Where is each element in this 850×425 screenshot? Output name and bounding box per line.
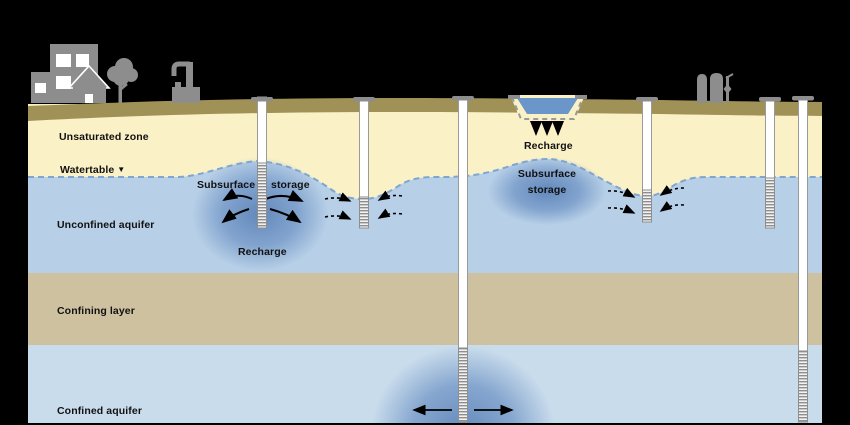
storage-tanks-icon <box>697 73 734 103</box>
extraction-well-left-arrows <box>324 190 403 220</box>
extraction-well-right <box>636 97 658 223</box>
observation-well <box>759 97 781 229</box>
pump-station-icon <box>171 61 200 103</box>
flow-arrows <box>221 121 685 416</box>
tree-icon <box>107 58 138 103</box>
basin-recharge-arrows <box>530 121 564 136</box>
basin-subsurface-label: Subsurface <box>517 168 577 180</box>
basin-recharge-label: Recharge <box>524 140 573 152</box>
deep-well-right <box>792 96 814 423</box>
recharge-well <box>251 96 273 229</box>
land-surface-band <box>28 98 822 121</box>
recharge-mound-label: Recharge <box>238 246 287 258</box>
deep-recharge-well <box>452 96 474 423</box>
recharge-well-arrows <box>221 188 304 224</box>
house-icon <box>67 64 111 103</box>
confined-aquifer-label: Confined aquifer <box>57 405 143 417</box>
confining-layer-label: Confining layer <box>57 305 135 317</box>
unsaturated-zone-label: Unsaturated zone <box>59 131 149 143</box>
unconfined-aquifer-label: Unconfined aquifer <box>57 219 155 231</box>
surface-structures <box>31 44 734 103</box>
recharge-basin <box>508 95 587 123</box>
extraction-well-right-arrows <box>607 185 685 214</box>
basin-water <box>517 98 578 114</box>
subsurface-storage-right-label: storage <box>271 179 310 191</box>
watertable-triangle-icon: ▼ <box>117 165 126 174</box>
confining-layer <box>28 273 822 345</box>
wells <box>251 96 814 423</box>
watertable-label: Watertable▼ <box>60 164 126 176</box>
basin-storage-label: storage <box>527 184 567 196</box>
extraction-well-left <box>353 97 375 229</box>
subsurface-storage-left-label: Subsurface <box>197 179 256 191</box>
basin-storage-mound <box>488 157 606 225</box>
